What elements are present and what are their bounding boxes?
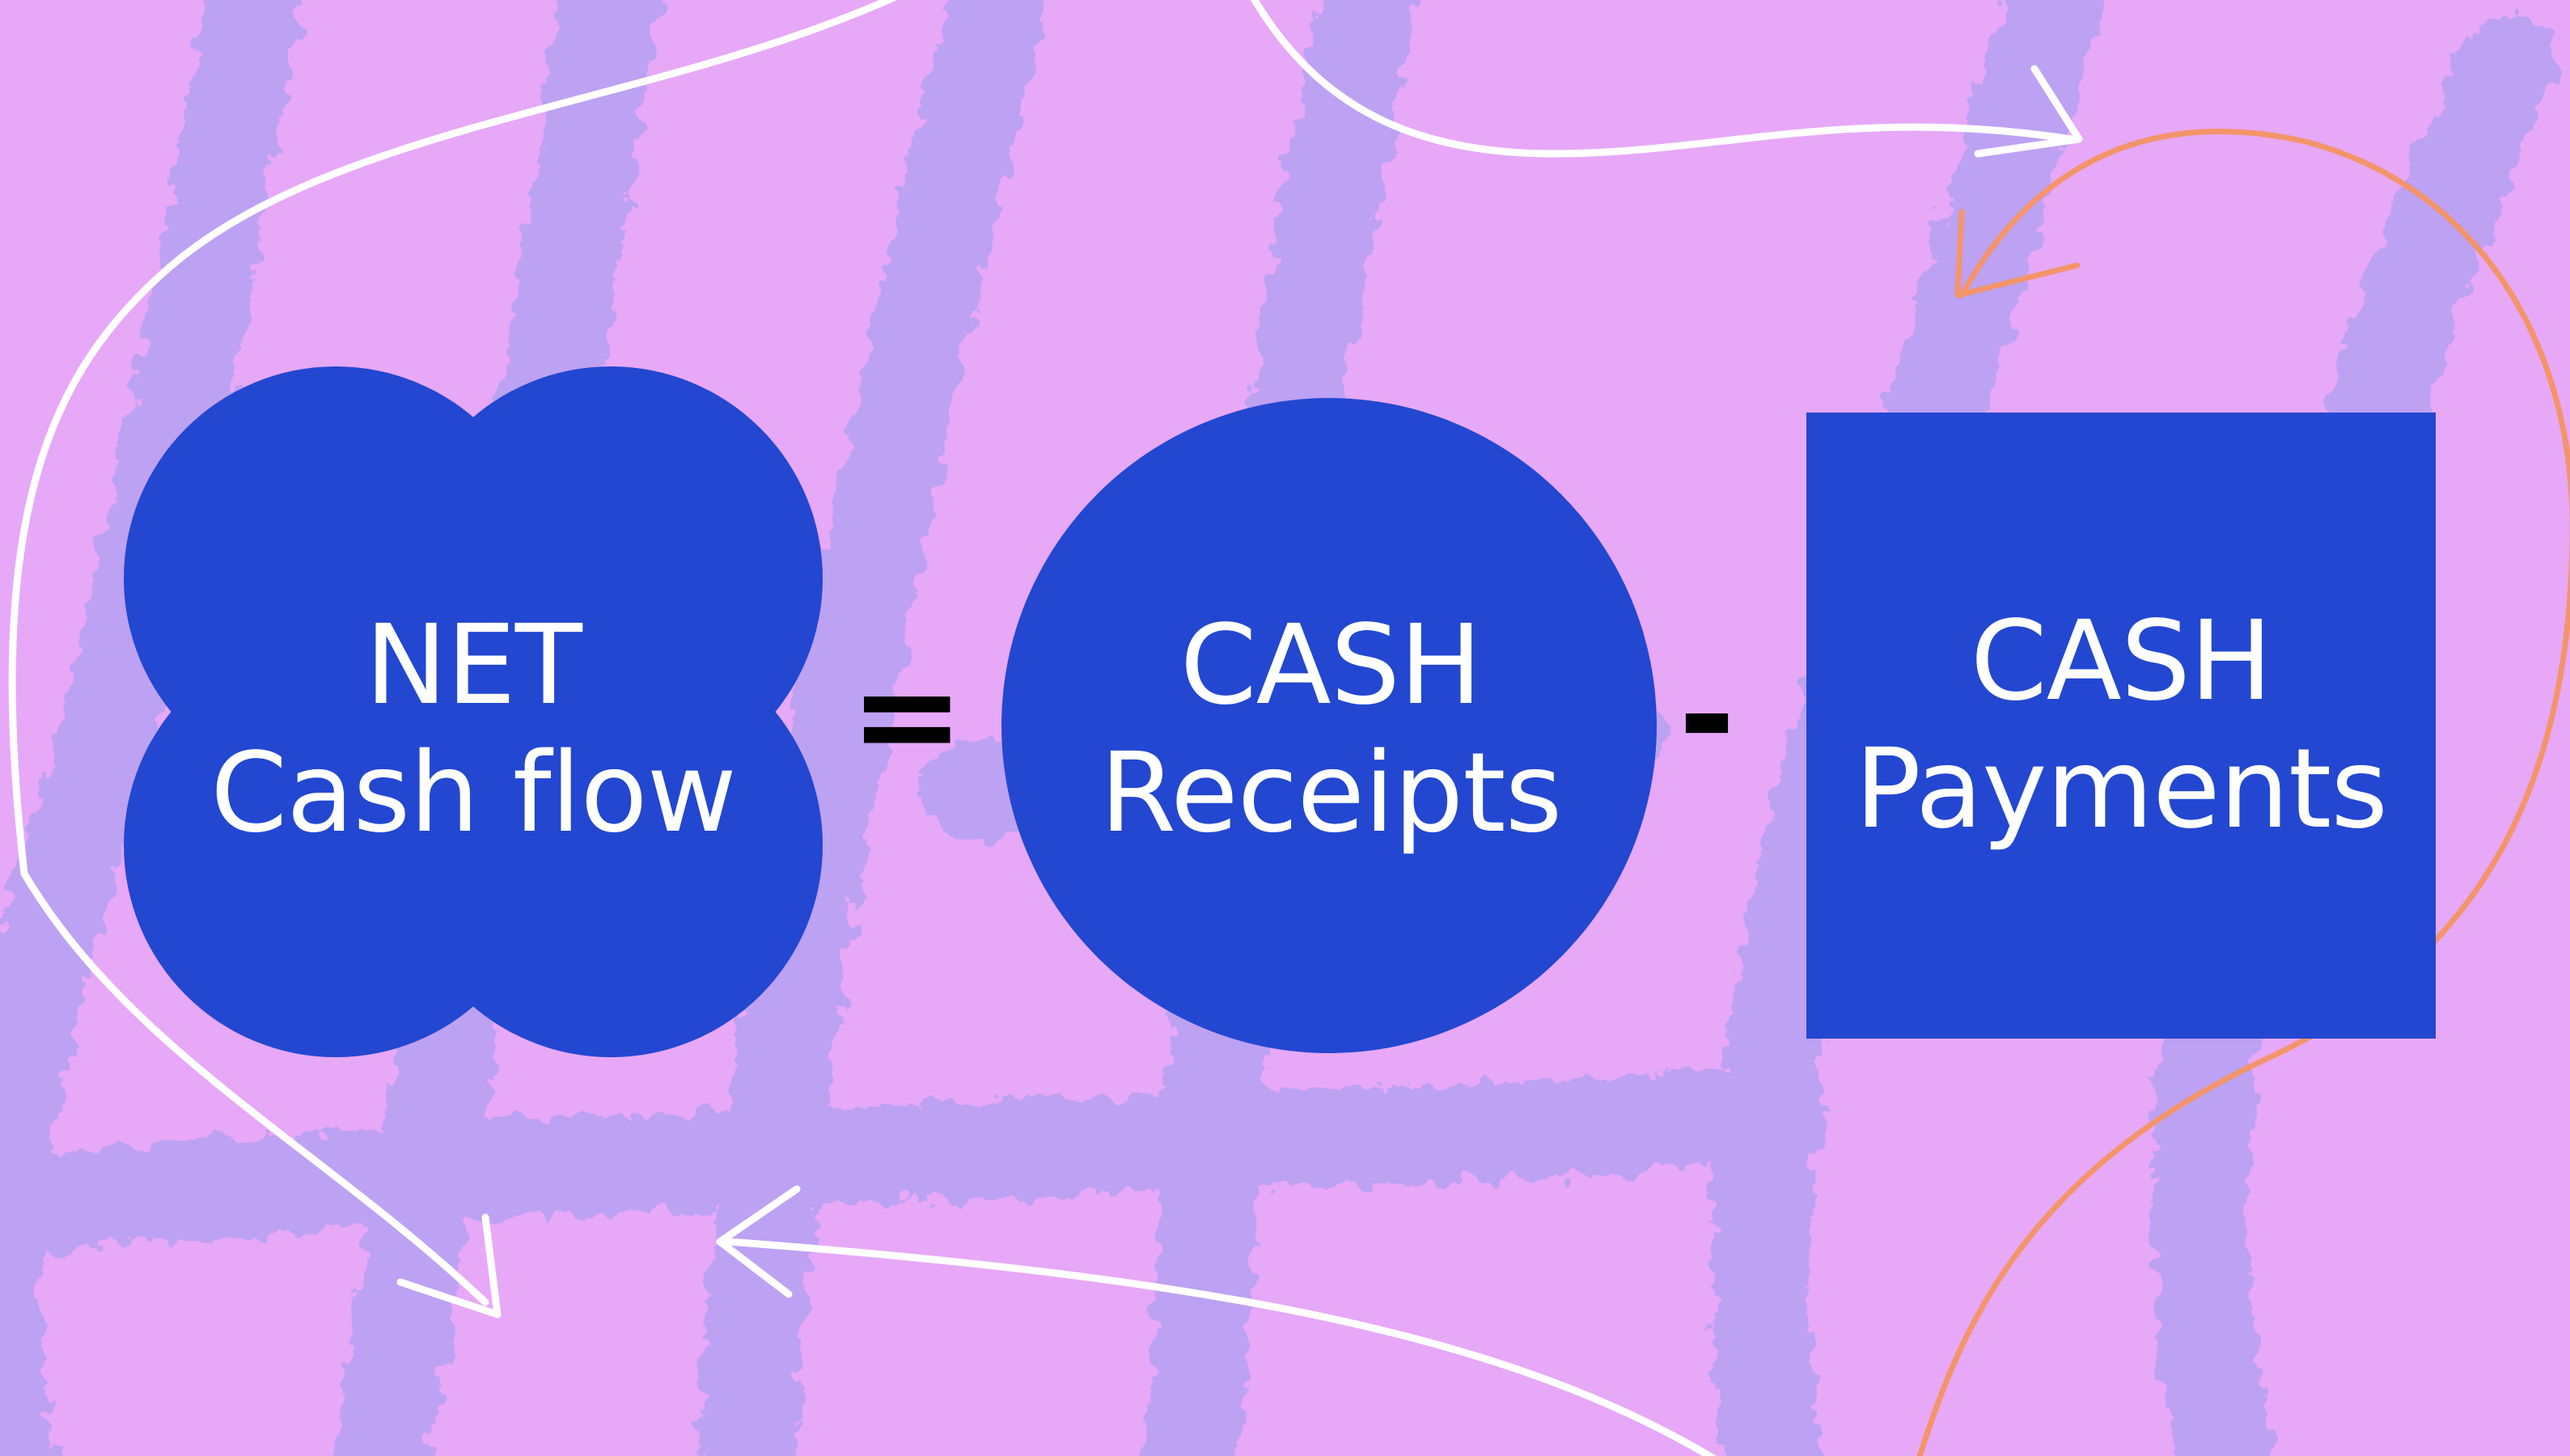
cash-receipts-shape [1001, 398, 1657, 1053]
payments-label-line1: CASH [1970, 598, 2273, 726]
cash-payments-label: CASH Payments [1806, 598, 2436, 854]
cash-receipts-label: CASH Receipts [1011, 602, 1650, 858]
net-cash-flow-shape [124, 366, 823, 1057]
net-label-line2: Cash flow [210, 729, 737, 857]
net-cash-flow-label: NET Cash flow [162, 602, 785, 858]
net-label-line1: NET [365, 602, 582, 730]
white-arrow-top [1250, 0, 2083, 158]
receipts-label-line1: CASH [1179, 602, 1483, 730]
minus-sign: - [1678, 636, 1736, 796]
white-arrow-left [8, 0, 897, 1318]
payments-label-line2: Payments [1854, 725, 2388, 853]
cash-payments-shape [1806, 413, 2436, 1039]
receipts-label-line2: Receipts [1099, 729, 1563, 857]
white-arrow-bottom [716, 1185, 1717, 1456]
orange-arrow-right [1916, 129, 2570, 1456]
equals-sign: = [849, 636, 965, 796]
